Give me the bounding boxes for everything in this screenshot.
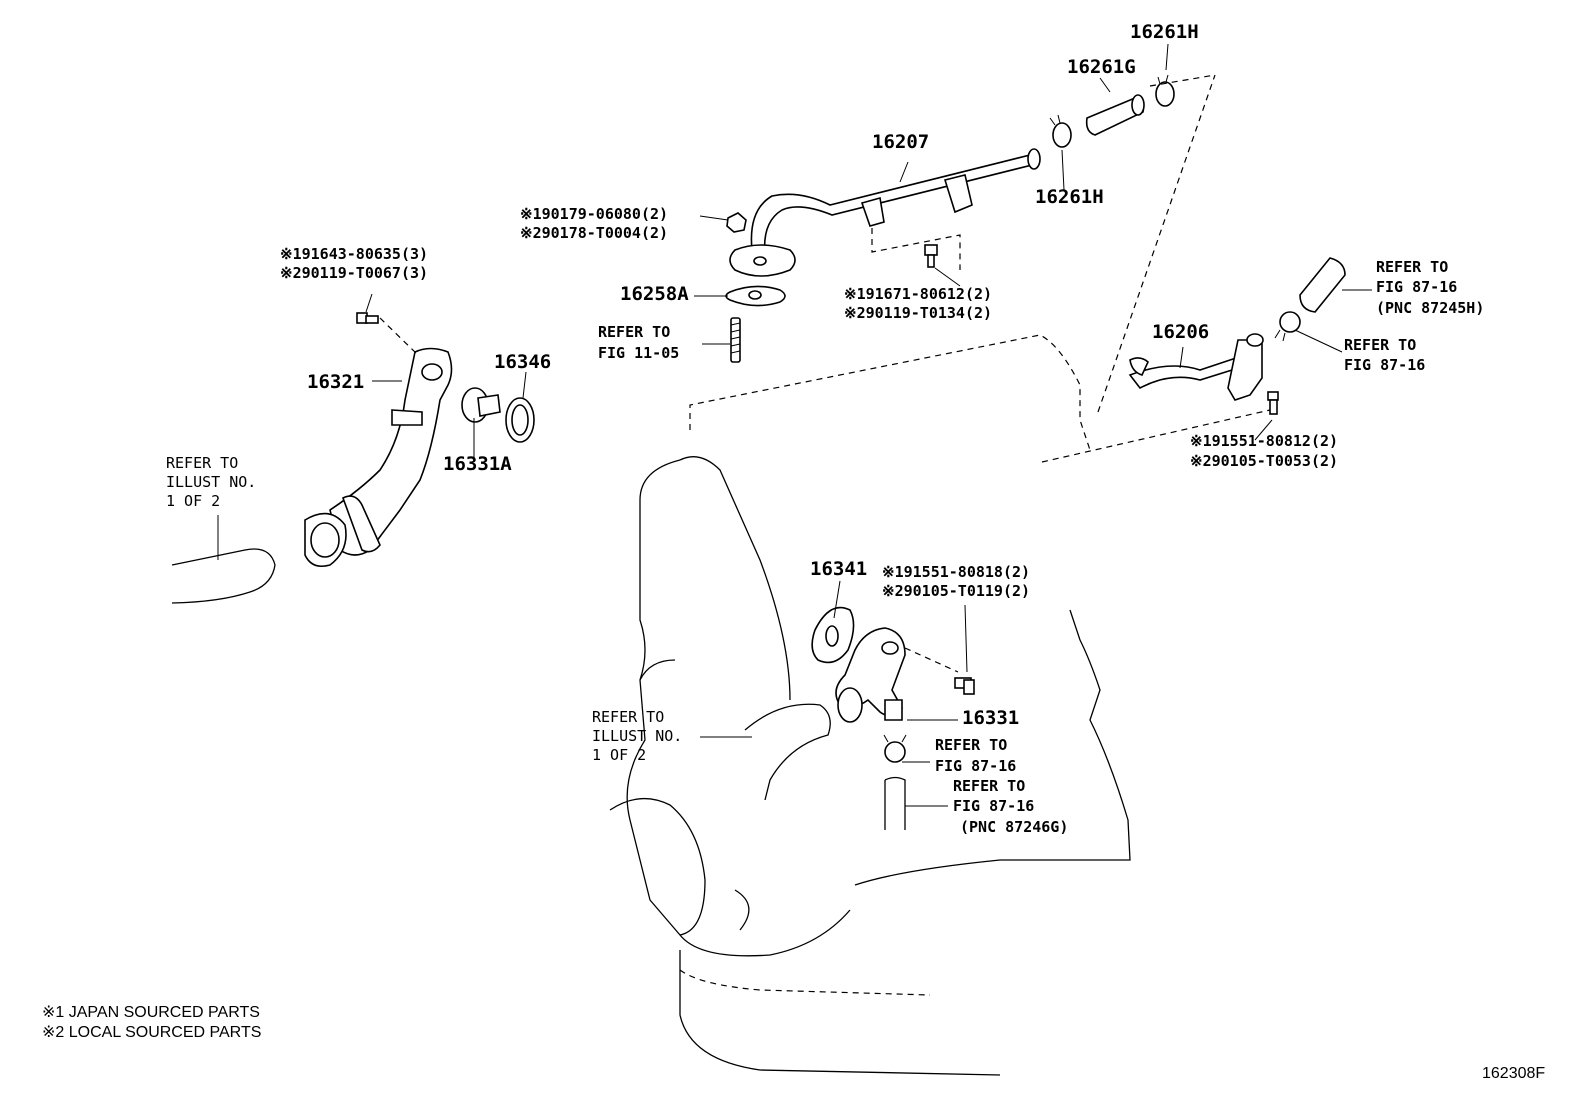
part-label-16346: 16346	[494, 351, 551, 373]
refer-line: REFER TO	[166, 454, 238, 472]
refer-line: REFER TO	[1344, 336, 1416, 354]
hose-refer-87245H	[1299, 257, 1346, 313]
clamp-16261H-top	[1155, 74, 1175, 107]
refer-line: FIG 87-16	[953, 797, 1034, 815]
fastener-label-bolt-left-1: ※191643-80635(3)	[280, 245, 428, 263]
refer-line: REFER TO	[935, 736, 1007, 754]
bolt-icon-right	[1267, 391, 1279, 415]
refer-line: REFER TO	[1376, 258, 1448, 276]
nut-icon	[726, 212, 747, 233]
note-local-sourced: ※2 LOCAL SOURCED PARTS	[42, 1024, 261, 1041]
refer-fig-87-16-pnc-87246G: REFER TO FIG 87-16 (PNC 87246G)	[953, 777, 1068, 836]
refer-illust-left: REFER TO ILLUST NO. 1 OF 2	[166, 454, 256, 510]
part-label-16341: 16341	[810, 558, 867, 580]
figure-id: 162308F	[1482, 1065, 1545, 1082]
refer-fig-87-16-clamp: REFER TO FIG 87-16	[935, 736, 1016, 775]
refer-line: FIG 87-16	[1344, 356, 1425, 374]
part-label-16331: 16331	[962, 707, 1019, 729]
refer-line: REFER TO	[953, 777, 1025, 795]
leader-lines	[217, 43, 1372, 807]
refer-fig-87-16-pnc-87245H: REFER TO FIG 87-16 (PNC 87245H)	[1376, 258, 1484, 317]
refer-line: (PNC 87246G)	[960, 818, 1068, 836]
part-label-16206: 16206	[1152, 321, 1209, 343]
clamp-16261H-bottom	[1049, 114, 1072, 148]
part-label-16207: 16207	[872, 131, 929, 153]
thermostat-16331A	[461, 387, 501, 423]
refer-line: ILLUST NO.	[166, 473, 256, 491]
refer-line: REFER TO	[592, 708, 664, 726]
part-label-16261H-bottom: 16261H	[1035, 186, 1104, 208]
hose-16261G	[1085, 94, 1145, 136]
fastener-label-bolt-right-2: ※290105-T0053(2)	[1190, 452, 1338, 470]
refer-line: 1 OF 2	[166, 492, 220, 510]
hose-refer-illust-left	[171, 548, 276, 604]
part-label-16331A: 16331A	[443, 453, 512, 475]
refer-fig-11-05: REFER TO FIG 11-05	[598, 323, 679, 362]
hose-refer-87246G	[884, 776, 906, 830]
note-japan-sourced: ※1 JAPAN SOURCED PARTS	[42, 1004, 260, 1021]
clamp-right	[1274, 311, 1301, 342]
engine-block-outline	[609, 334, 1131, 1076]
gasket-16341	[811, 606, 855, 664]
refer-line: (PNC 87245H)	[1376, 299, 1484, 317]
fastener-label-bolt-center-2: ※290119-T0134(2)	[844, 304, 992, 322]
fastener-label-nut-2: ※290178-T0004(2)	[520, 224, 668, 242]
refer-line: FIG 11-05	[598, 344, 679, 362]
stud-bolt-icon	[730, 317, 741, 363]
part-label-16321: 16321	[307, 371, 364, 393]
bolt-icon-outlet	[954, 677, 975, 695]
gasket-16346	[505, 397, 535, 443]
refer-fig-87-16-right: REFER TO FIG 87-16	[1344, 336, 1425, 374]
part-label-16261H-top: 16261H	[1130, 21, 1199, 43]
gasket-16258A	[725, 285, 786, 307]
fastener-label-bolt-outlet-2: ※290105-T0119(2)	[882, 582, 1030, 600]
refer-line: FIG 87-16	[1376, 278, 1457, 296]
part-label-16261G: 16261G	[1067, 56, 1136, 78]
fastener-label-bolt-outlet-1: ※191551-80818(2)	[882, 563, 1030, 581]
refer-line: FIG 87-16	[935, 757, 1016, 775]
fastener-label-bolt-center-1: ※191671-80612(2)	[844, 285, 992, 303]
clamp-outlet	[883, 734, 907, 763]
bolt-icon-center	[924, 244, 938, 268]
fastener-label-nut-1: ※190179-06080(2)	[520, 205, 668, 223]
refer-line: ILLUST NO.	[592, 727, 682, 745]
bolt-icon-left	[356, 312, 379, 324]
refer-line: 1 OF 2	[592, 746, 646, 764]
water-inlet-16321	[304, 347, 453, 568]
water-pipe-16207	[729, 148, 1041, 277]
water-outlet-16331	[835, 627, 906, 723]
fastener-label-bolt-left-2: ※290119-T0067(3)	[280, 264, 428, 282]
part-label-16258A: 16258A	[620, 283, 689, 305]
refer-line: REFER TO	[598, 323, 670, 341]
fastener-label-bolt-right-1: ※191551-80812(2)	[1190, 432, 1338, 450]
water-pipe-16206	[1128, 333, 1264, 401]
refer-illust-center: REFER TO ILLUST NO. 1 OF 2	[592, 708, 682, 764]
